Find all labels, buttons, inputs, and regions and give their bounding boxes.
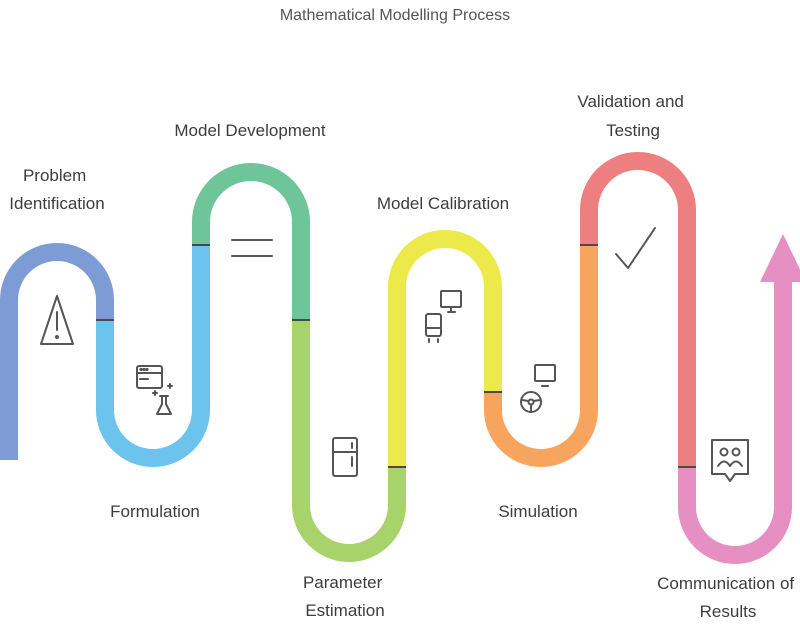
refrigerator-icon [332, 437, 358, 477]
segment-validation-testing [580, 152, 696, 467]
checkmark-icon [615, 227, 656, 269]
label-parameter-estimation: Parameter Estimation [303, 573, 387, 620]
steering-monitor-icon [520, 364, 556, 413]
label-communication-results: Communication of Results [657, 574, 799, 621]
segment-parameter-estimation [292, 320, 406, 562]
segment-problem-identification [0, 243, 114, 460]
segment-communication-results [678, 280, 792, 564]
label-simulation: Simulation [498, 502, 577, 521]
segment-model-calibration [388, 230, 502, 467]
label-model-development: Model Development [174, 121, 325, 140]
label-model-calibration: Model Calibration [377, 194, 509, 213]
diagram-title: Mathematical Modelling Process [280, 7, 510, 24]
arrowhead [760, 234, 800, 282]
label-formulation: Formulation [110, 502, 200, 521]
segment-model-development [192, 163, 310, 320]
warning-icon [40, 295, 74, 345]
chat-people-icon [711, 439, 749, 482]
browser-lab-icon [136, 365, 173, 415]
equals-icon [231, 239, 273, 257]
devices-icon [425, 290, 462, 343]
segment-simulation [484, 245, 598, 467]
label-problem-identification: Problem Identification [9, 166, 104, 213]
label-validation-testing: Validation and Testing [577, 92, 688, 140]
segment-formulation [96, 245, 210, 467]
